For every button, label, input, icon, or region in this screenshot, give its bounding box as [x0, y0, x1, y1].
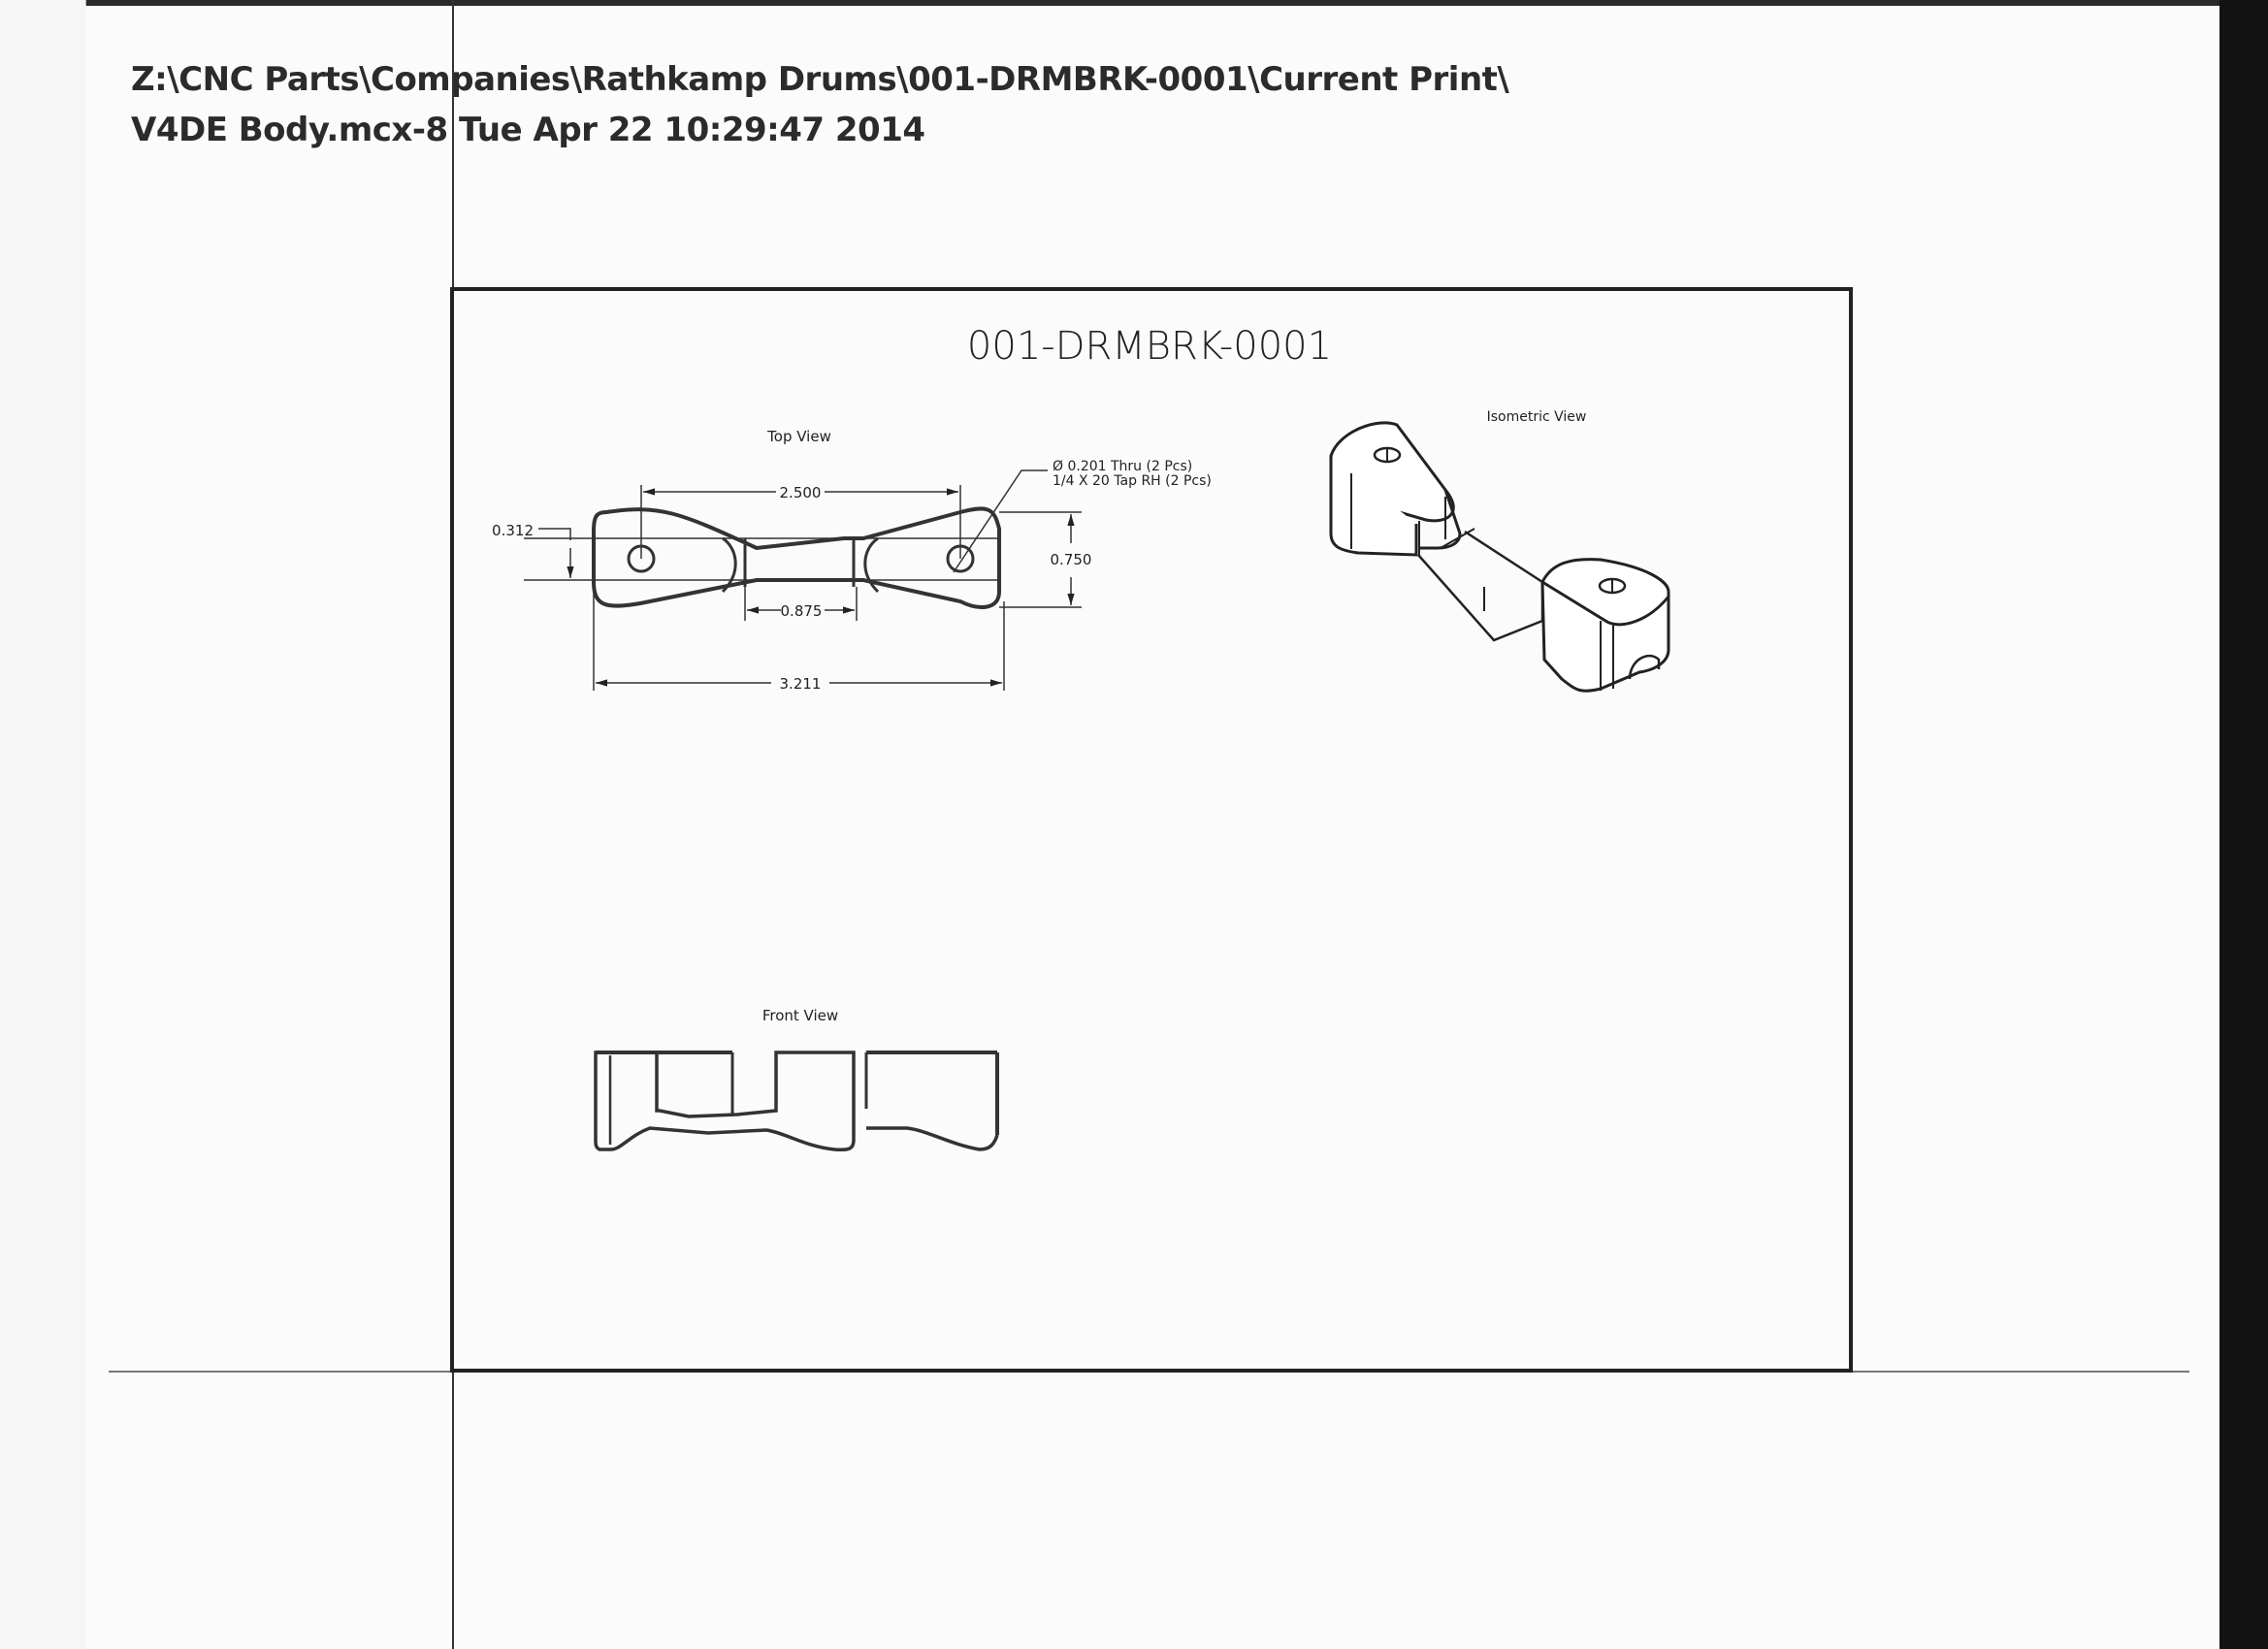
top-view-outline: [592, 506, 1001, 609]
isometric-view: Isometric View: [1329, 409, 1670, 693]
svg-text:2.500: 2.500: [780, 484, 822, 501]
svg-text:0.312: 0.312: [492, 522, 534, 539]
scan-edge-top: [0, 0, 2268, 6]
paper-sheet: [85, 6, 2219, 1649]
front-view-label: Front View: [762, 1007, 838, 1024]
svg-text:1/4 X 20 Tap RH (2 Pcs): 1/4 X 20 Tap RH (2 Pcs): [1053, 473, 1212, 489]
file-path-header: Z:\CNC Parts\Companies\Rathkamp Drums\00…: [131, 60, 1509, 99]
svg-text:0.750: 0.750: [1051, 551, 1092, 568]
svg-text:0.875: 0.875: [781, 602, 823, 620]
svg-text:Ø 0.201 Thru (2 Pcs): Ø 0.201 Thru (2 Pcs): [1053, 459, 1192, 474]
svg-text:3.211: 3.211: [780, 675, 822, 693]
drawing-title: 001-DRMBRK-0001: [967, 324, 1332, 369]
top-view: Top View 2.500 0.312 0.875 0.750 3.211: [492, 428, 1212, 693]
drawing-border: [450, 287, 1853, 1373]
scan-margin-left: [0, 0, 86, 1649]
front-view: Front View: [594, 1007, 999, 1152]
file-name-timestamp: V4DE Body.mcx-8 Tue Apr 22 10:29:47 2014: [131, 111, 925, 149]
scan-edge-right: [2219, 0, 2268, 1649]
top-view-label: Top View: [766, 428, 831, 445]
isometric-view-label: Isometric View: [1487, 409, 1587, 425]
